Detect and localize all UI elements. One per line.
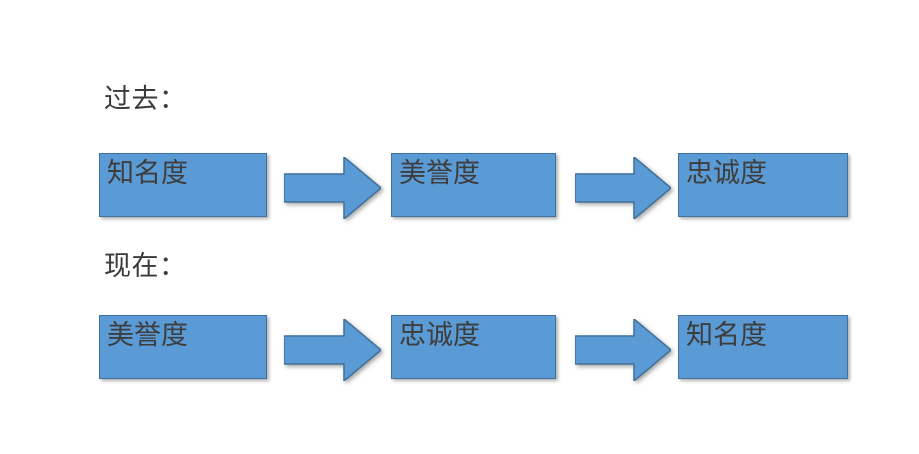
right-arrow-icon xyxy=(284,319,381,381)
past-label: 过去： xyxy=(104,84,187,114)
flow-box-present-2[interactable]: 忠诚度 xyxy=(391,315,556,379)
flow-box-past-3-label: 忠诚度 xyxy=(686,158,767,188)
flow-box-past-3[interactable]: 忠诚度 xyxy=(678,153,848,217)
flow-box-past-1-label: 知名度 xyxy=(107,158,188,188)
present-label: 现在： xyxy=(104,251,187,281)
flow-box-present-2-label: 忠诚度 xyxy=(399,320,480,350)
flow-box-past-2[interactable]: 美誉度 xyxy=(391,153,556,217)
flow-box-present-3-label: 知名度 xyxy=(686,320,767,350)
flow-box-past-2-label: 美誉度 xyxy=(399,158,480,188)
flow-box-present-3[interactable]: 知名度 xyxy=(678,315,848,379)
flow-box-present-1-label: 美誉度 xyxy=(107,320,188,350)
flow-box-past-1[interactable]: 知名度 xyxy=(99,153,267,217)
right-arrow-icon xyxy=(575,319,671,381)
flow-box-present-1[interactable]: 美誉度 xyxy=(99,315,267,379)
right-arrow-icon xyxy=(284,157,381,219)
right-arrow-icon xyxy=(575,157,671,219)
